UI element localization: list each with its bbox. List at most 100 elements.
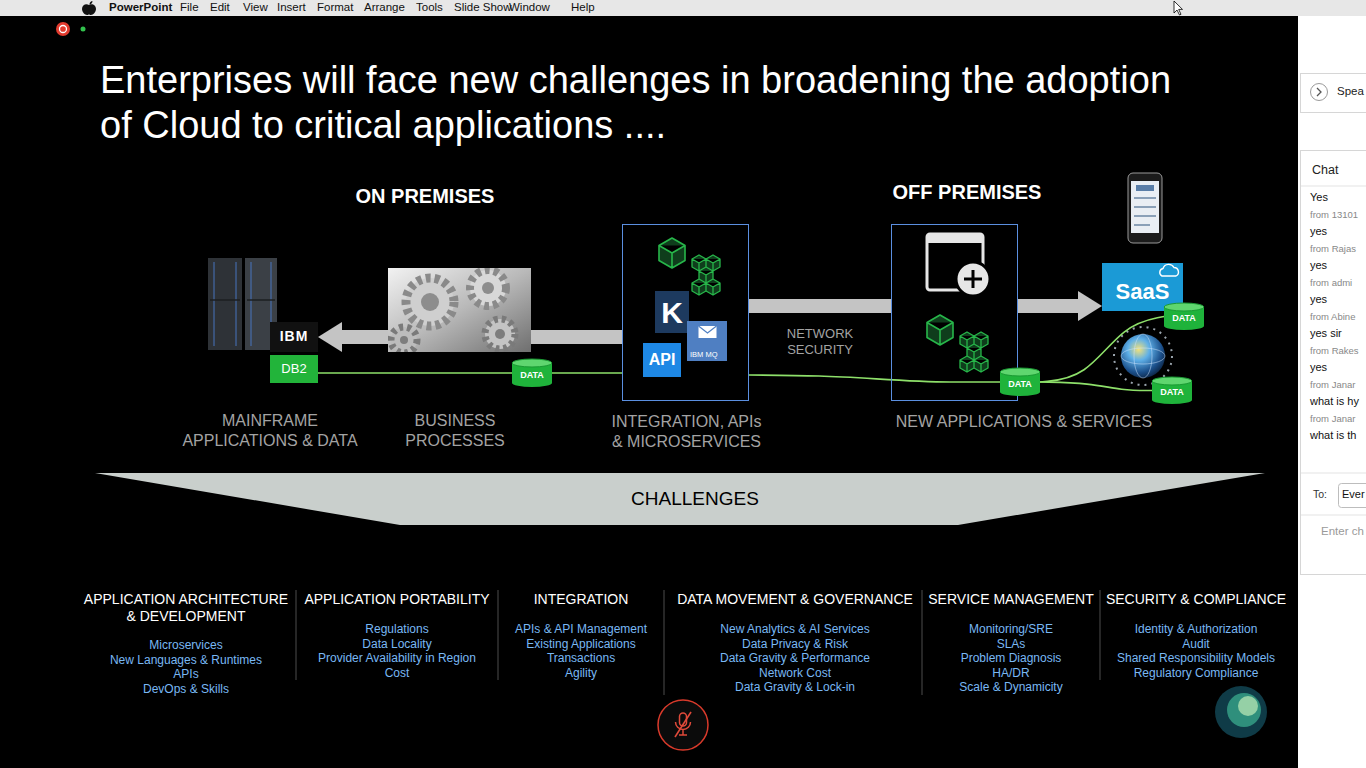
new-app-plus <box>964 270 982 288</box>
new-app-plus-disc <box>956 262 990 296</box>
data-wire-line <box>318 372 512 374</box>
challenge-item: Agility <box>565 666 597 680</box>
section-label: MAINFRAME APPLICATIONS & DATA <box>182 412 357 449</box>
mainframe-rack-seam <box>210 299 275 301</box>
mq-icon-text: IBM MQ <box>690 351 718 359</box>
label-holder: Enter ch <box>1321 525 1364 539</box>
challenges-band-text: CHALLENGES <box>631 489 759 510</box>
chat-sender: from Janar <box>1310 379 1355 390</box>
mq-envelope-flap <box>699 326 717 333</box>
mainframe-rack <box>208 258 242 350</box>
chat-panel <box>1301 151 1366 575</box>
label-holder: Spea <box>1337 85 1364 99</box>
business-process-image <box>388 268 531 352</box>
challenge-item: Problem Diagnosis <box>961 651 1062 665</box>
gear-wheel <box>495 329 505 339</box>
label-holder: APIs <box>79 667 293 681</box>
challenge-item: Provider Availability in Region <box>318 651 476 665</box>
cylinder-outline <box>1000 388 1040 396</box>
data-wire <box>318 373 512 374</box>
label-holder: Audit <box>1101 637 1291 651</box>
label-holder: Network Cost <box>670 666 920 680</box>
mouse-cursor <box>1174 1 1183 15</box>
challenge-heading: APPLICATION ARCHITECTURE & DEVELOPMENT <box>84 591 288 624</box>
gear-wheel <box>391 327 417 352</box>
box-heading: INTEGRATION, APIs & MICROSERVICES <box>612 413 762 450</box>
corner-logo <box>1215 686 1267 738</box>
mq-icon: IBM MQ <box>687 321 727 361</box>
title-holder: Enterprises will face new challenges in … <box>100 58 1210 148</box>
phone-screen-rows <box>1134 198 1156 225</box>
challenge-item: Transactions <box>547 651 615 665</box>
container-cube <box>659 238 685 268</box>
collapse-chevron <box>1317 88 1321 96</box>
label-holder: Regulatory Compliance <box>1101 666 1291 680</box>
label-holder: from 13101 <box>1310 209 1358 220</box>
band-outline <box>95 473 1265 525</box>
arrow-head <box>1078 291 1102 321</box>
label-holder: from Abine <box>1310 311 1355 322</box>
label-holder: Data Gravity & Performance <box>670 651 920 665</box>
menu-item: Tools <box>416 1 443 13</box>
chat-message: yes <box>1310 293 1327 305</box>
label-holder: PowerPoint <box>109 1 172 15</box>
cylinder-outline <box>1152 377 1192 385</box>
menu-item: Arrange <box>364 1 405 13</box>
heading-holder: INTEGRATION, APIs & MICROSERVICES <box>587 412 787 452</box>
integration-box: INTEGRATION, APIs & MICROSERVICESKAPIIBM… <box>622 224 749 401</box>
label-holder: Help <box>571 1 595 15</box>
status-dot <box>81 27 86 32</box>
label-holder: yes <box>1310 361 1327 374</box>
label-holder: Insert <box>277 1 306 15</box>
chat-input-rule <box>1301 515 1366 516</box>
challenge-item: Scale & Dynamicity <box>959 680 1062 694</box>
mute-slash <box>675 712 691 737</box>
label-holder: Scale & Dynamicity <box>923 680 1099 694</box>
cylinder-outline <box>512 379 552 387</box>
edge-label: NETWORK SECURITY <box>787 326 853 357</box>
label-holder: Identity & Authorization <box>1101 622 1291 636</box>
container-cluster <box>692 255 720 295</box>
label-holder: what is hy <box>1310 395 1359 408</box>
challenge-heading: INTEGRATION <box>534 591 629 607</box>
challenge-item: Data Privacy & Risk <box>742 637 848 651</box>
new-app-window <box>927 234 983 290</box>
zone-heading: ON PREMISES <box>356 185 495 207</box>
flow-arrow-shaft <box>749 299 891 313</box>
challenge-item: APIs & API Management <box>515 622 647 636</box>
challenge-item: Data Locality <box>362 637 431 651</box>
recipient-choice: Ever <box>1342 488 1365 500</box>
globe-halo <box>1114 327 1172 385</box>
label-holder: Cost <box>297 666 497 680</box>
phone-screen <box>1131 181 1159 233</box>
data-wire <box>552 373 622 374</box>
label-holder: BUSINESS PROCESSES <box>395 411 515 451</box>
ibm-logo-box: IBM <box>270 322 318 352</box>
challenges-band: CHALLENGES <box>95 473 1265 525</box>
db2-box: DB2 <box>270 355 318 383</box>
cylinder-outline <box>1164 303 1204 311</box>
data-cylinder: DATA <box>1164 303 1204 330</box>
flow-arrow <box>749 306 891 307</box>
label-holder: from Rajas <box>1310 243 1356 254</box>
box-heading: NEW APPLICATIONS & SERVICES <box>896 413 1152 430</box>
record-indicator <box>56 22 70 36</box>
section-label: BUSINESS PROCESSES <box>405 412 505 449</box>
label-holder: Data Privacy & Risk <box>670 637 920 651</box>
label-holder: Slide Show <box>454 1 512 15</box>
data-wire-line <box>1040 317 1164 383</box>
gear-wheel <box>406 278 454 326</box>
apple-logo <box>82 1 96 15</box>
new-app-window-bar <box>927 234 983 243</box>
label-holder: what is th <box>1310 429 1356 442</box>
challenge-item: DevOps & Skills <box>143 682 229 696</box>
label-holder: SLAs <box>923 637 1099 651</box>
gear-wheel <box>482 282 494 294</box>
challenge-item: HA/DR <box>992 666 1029 680</box>
recipient-dropdown <box>1339 484 1366 508</box>
label-holder: DATA MOVEMENT & GOVERNANCE <box>670 591 920 608</box>
speaker-tab <box>1301 74 1366 113</box>
chat-message: what is hy <box>1310 395 1359 407</box>
menu-item: Edit <box>210 1 230 13</box>
